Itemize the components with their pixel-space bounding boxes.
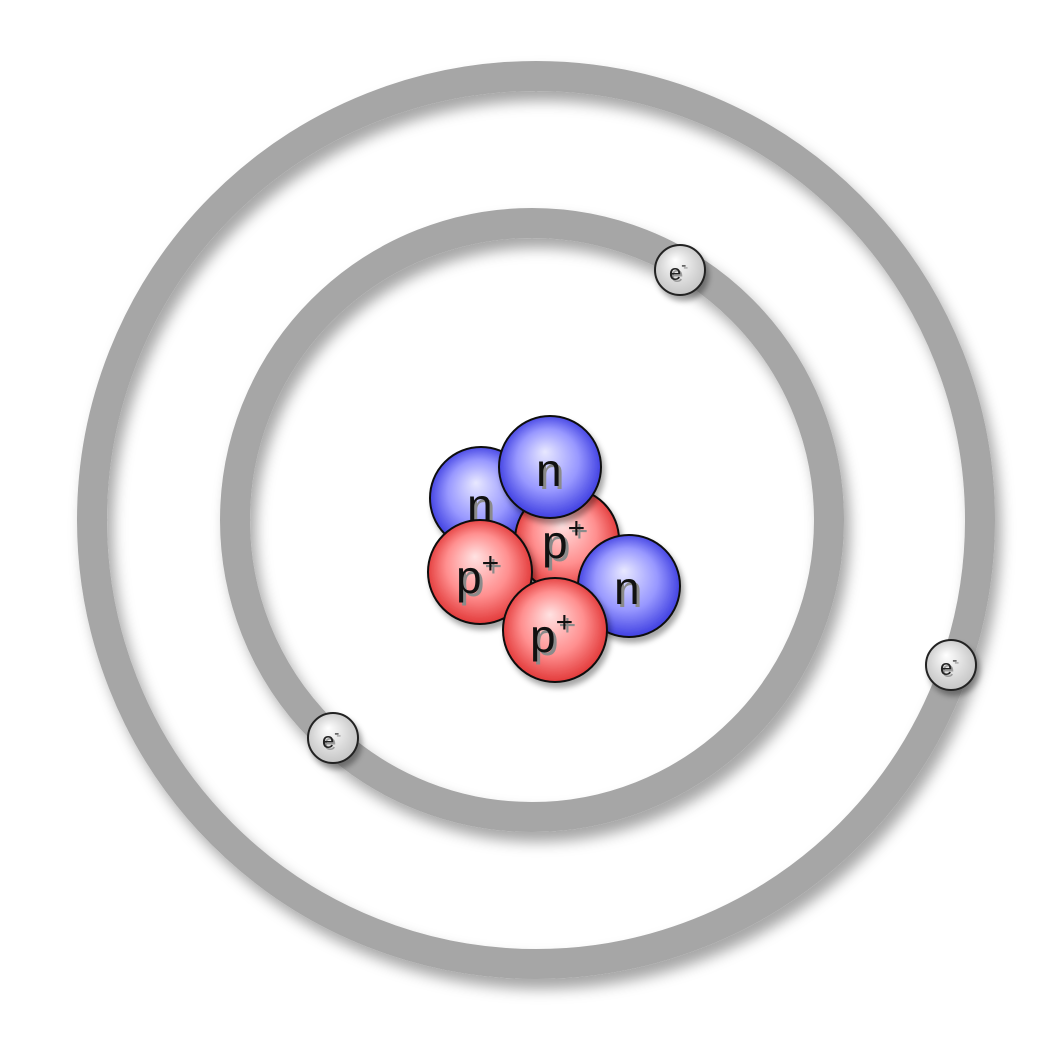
neutron-label-shadow: n: [617, 565, 643, 617]
electron-label-shadow: e-: [942, 654, 959, 682]
inner-shell: [220, 208, 844, 832]
proton: p+ p+: [427, 519, 533, 625]
proton-label: p+: [530, 606, 573, 662]
neutron-label: n: [614, 562, 640, 614]
proton-label-shadow: p+: [533, 609, 576, 665]
proton-label: p+: [542, 512, 585, 568]
electron-label: e-: [940, 652, 957, 680]
outer-shell: [77, 61, 995, 979]
electron: e- e-: [654, 244, 706, 296]
proton-label-shadow: p+: [545, 515, 588, 571]
proton-label: p+: [456, 547, 499, 603]
neutron-label: n: [536, 444, 562, 496]
proton: p+ p+: [502, 577, 608, 683]
electron-label-shadow: e-: [324, 727, 341, 755]
proton-label-shadow: p+: [459, 550, 502, 606]
electron-label: e-: [322, 725, 339, 753]
neutron-label-shadow: n: [539, 447, 565, 499]
neutron: n n: [498, 415, 602, 519]
electron-label-shadow: e-: [671, 259, 688, 287]
electron-label: e-: [669, 257, 686, 285]
electron: e- e-: [925, 639, 977, 691]
nucleus: n n p+ p+ n n n n p+ p+ p+: [427, 415, 681, 683]
electron: e- e-: [307, 712, 359, 764]
